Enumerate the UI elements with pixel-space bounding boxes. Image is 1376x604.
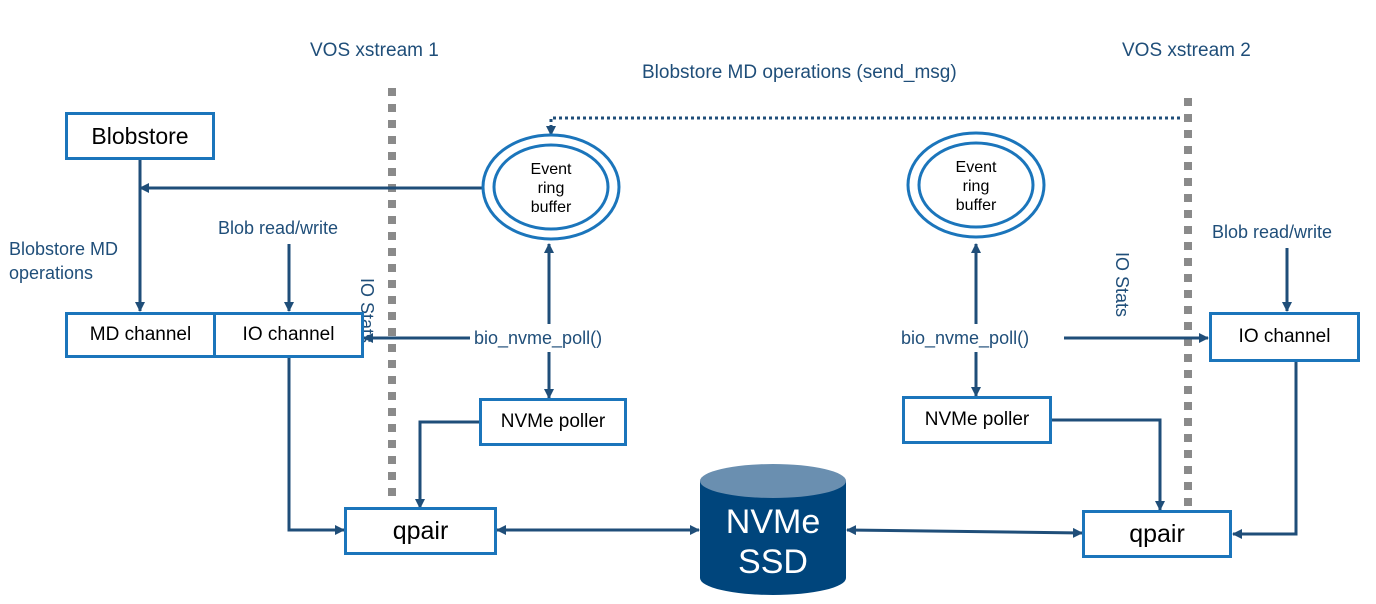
xstream1-title: VOS xstream 1 [310,40,439,61]
event-ring-right-line1: Event [955,159,997,176]
poller-to-qpair-left-arrow [415,420,480,509]
event-ring-buffer-right [906,131,1046,239]
nvme-ssd-line1: NVMe [725,503,821,541]
bio-nvme-poll-right-label: bio_nvme_poll() [901,328,1030,349]
nvme-poller-right-box: NVMe poller [902,396,1052,444]
md-ops-send-msg-path [546,116,1180,136]
blob-rw-left-label: Blob read/write [218,218,339,238]
nvme-poller-left-box: NVMe poller [479,398,627,446]
event-ring-right-text: Event ring buffer [931,158,1021,215]
event-ring-left-line1: Event [530,161,572,178]
blobstore-md-ops-line2: operations [9,263,94,283]
blobstore-box: Blobstore [65,112,215,160]
event-ring-right-line3: buffer [955,197,997,214]
qpair-left-box: qpair [344,507,497,555]
md-channel-box: MD channel [65,312,216,358]
io-channel-left-label: IO channel [242,324,335,345]
io-channel-to-qpair-left-arrow [287,358,345,535]
xstream2-io-stats-label: IO Stats [1112,252,1132,318]
io-channel-left-box: IO channel [213,312,364,358]
event-ring-buffer-left [481,133,621,241]
qpair-left-label: qpair [392,516,449,545]
io-channel-right-label: IO channel [1238,326,1331,347]
bio-nvme-poll-left-label: bio_nvme_poll() [474,328,603,349]
event-ring-left-line3: buffer [530,199,572,216]
nvme-poller-right-label: NVMe poller [924,409,1030,430]
nvme-poller-left-label: NVMe poller [500,411,606,432]
qpair-right-box: qpair [1082,510,1232,558]
nvme-ssd-line2: SSD [738,543,808,581]
io-channel-to-qpair-right-arrow [1232,362,1298,539]
ssd-qpair-right-arrow [846,525,1083,538]
blob-rw-right-label: Blob read/write [1212,222,1333,242]
xstream2-title: VOS xstream 2 [1122,40,1251,61]
poller-to-qpair-right-arrow [1052,418,1165,511]
md-ops-send-msg-label: Blobstore MD operations (send_msg) [642,62,957,83]
nvme-ssd-label: NVMe SSD [700,502,846,582]
md-channel-label: MD channel [89,324,192,345]
io-channel-right-box: IO channel [1209,312,1360,362]
event-ring-left-line2: ring [537,180,565,197]
blobstore-label: Blobstore [91,122,189,149]
event-ring-right-line2: ring [962,178,990,195]
event-ring-left-text: Event ring buffer [506,160,596,217]
blobstore-md-ops-label: Blobstore MD operations [9,237,118,285]
nvme-ssd-cylinder [700,464,846,595]
qpair-right-label: qpair [1129,519,1185,548]
blobstore-md-ops-line1: Blobstore MD [9,239,119,259]
